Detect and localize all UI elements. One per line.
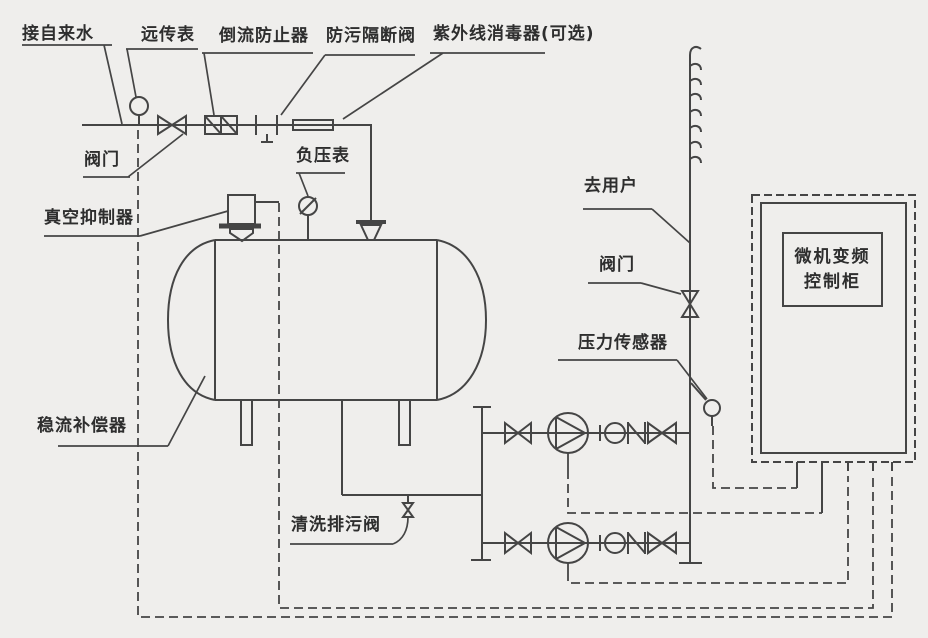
leader-lines bbox=[22, 44, 708, 545]
control-cabinet-label-line2: 控制柜 bbox=[804, 271, 861, 292]
label-uv-sterilizer: 紫外线消毒器(可选) bbox=[433, 24, 595, 44]
control-cabinet-label: 微机变频 控制柜 bbox=[783, 233, 882, 306]
label-riser-valve: 阀门 bbox=[599, 255, 635, 275]
tank-drain-pipe bbox=[341, 400, 482, 496]
uv-sterilizer-symbol bbox=[292, 119, 334, 131]
label-inlet-valve: 阀门 bbox=[84, 150, 120, 170]
isolation-valve-symbol bbox=[255, 115, 278, 143]
label-tap-water: 接自来水 bbox=[22, 24, 94, 44]
signal-lines bbox=[137, 130, 893, 618]
label-pressure-sensor: 压力传感器 bbox=[578, 333, 668, 353]
label-flow-stabilizer: 稳流补偿器 bbox=[37, 416, 127, 436]
tank-symbol bbox=[166, 239, 488, 446]
pump-branch-1 bbox=[482, 412, 690, 454]
suction-header-pipe bbox=[471, 406, 491, 561]
drain-valve-symbol bbox=[401, 495, 415, 518]
negative-pressure-gauge-symbol bbox=[298, 196, 318, 240]
label-remote-meter: 远传表 bbox=[141, 25, 195, 45]
control-cabinet bbox=[751, 194, 916, 513]
backflow-preventer-symbol bbox=[204, 115, 238, 135]
label-flush-drain-valve: 清洗排污阀 bbox=[291, 515, 381, 535]
riser-pipe bbox=[679, 46, 702, 564]
label-vacuum-suppressor: 真空抑制器 bbox=[44, 208, 134, 228]
label-negative-pressure-gauge: 负压表 bbox=[296, 146, 350, 166]
pump-branch-2 bbox=[482, 522, 690, 564]
inlet-pipe bbox=[82, 124, 372, 222]
label-isolation-valve: 防污隔断阀 bbox=[326, 26, 416, 46]
riser-valve-symbol bbox=[680, 290, 700, 318]
pressure-sensor-symbol bbox=[690, 382, 721, 426]
remote-meter-symbol bbox=[129, 96, 149, 125]
label-backflow-preventer: 倒流防止器 bbox=[219, 26, 309, 46]
control-cabinet-label-line1: 微机变频 bbox=[794, 246, 871, 267]
label-to-users: 去用户 bbox=[584, 176, 638, 196]
vacuum-suppressor-symbol bbox=[219, 194, 279, 243]
tank-inlet-flange bbox=[356, 220, 386, 241]
inlet-valve-symbol bbox=[157, 114, 187, 136]
